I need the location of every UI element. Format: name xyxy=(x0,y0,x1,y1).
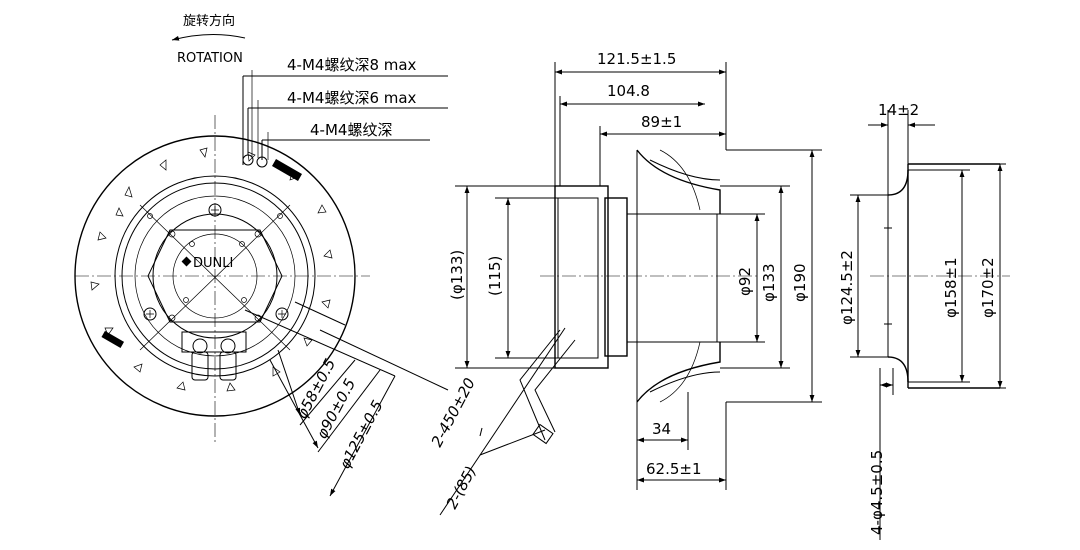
thread-note: 4-M4螺纹深 xyxy=(310,121,392,139)
thread-note-8: 4-M4螺纹深8 max xyxy=(287,56,417,74)
dim-phi158: φ158±1 xyxy=(942,257,960,318)
rotation-label-cn: 旋转方向 xyxy=(183,13,235,29)
thread-note-6: 4-M4螺纹深6 max xyxy=(287,89,417,107)
cable-dimension-lines xyxy=(439,327,566,516)
dim-ring-width: 14±2 xyxy=(878,101,919,119)
dim-phi92: φ92 xyxy=(736,267,754,296)
dim-length-62: 62.5±1 xyxy=(646,460,702,478)
center-circle xyxy=(172,233,258,319)
dim-phi124: φ124.5±2 xyxy=(838,250,856,325)
dim-phi133: φ133 xyxy=(760,263,778,302)
inlet-ring-view: 14±2 φ124.5±2 φ158±1 φ170±2 4-φ4.5±0.5 xyxy=(838,101,1010,540)
dim-cable-85: 2-(85) xyxy=(443,463,480,512)
dim-phi170: φ170±2 xyxy=(979,257,997,318)
rotation-label-en: ROTATION xyxy=(177,51,243,66)
hub-inner-circle xyxy=(121,182,309,370)
dim-length-104: 104.8 xyxy=(607,82,650,100)
front-view: DUNLI 旋转方向 ROTATION 4-M4螺纹深8 max 4-M4螺纹深… xyxy=(74,13,566,516)
bolt-circle xyxy=(134,195,296,357)
hub-circle xyxy=(114,175,316,377)
cable-glands xyxy=(181,331,247,381)
dim-length-121: 121.5±1.5 xyxy=(597,50,676,68)
dim-phi190: φ190 xyxy=(791,263,809,302)
dim-phi133-paren: (φ133) xyxy=(448,250,466,300)
ring-profile xyxy=(887,169,909,383)
dim-length-34: 34 xyxy=(652,420,671,438)
impeller-outer-circle xyxy=(74,135,356,417)
dim-length-89: 89±1 xyxy=(641,113,682,131)
dim-holes: 4-φ4.5±0.5 xyxy=(868,450,886,535)
side-view: 121.5±1.5 104.8 89±1 (φ133) (115) φ92 φ1… xyxy=(448,50,822,490)
mounting-screws xyxy=(143,154,289,321)
dim-115: (115) xyxy=(486,256,504,296)
thread-leaders xyxy=(242,70,448,165)
brand-logo: DUNLI xyxy=(193,256,233,271)
diameter-dimensions xyxy=(244,301,449,497)
dim-cable-length: 2-450±20 xyxy=(428,375,479,450)
impeller-shroud xyxy=(636,149,721,403)
motor-flange xyxy=(554,185,609,369)
rotation-arrow xyxy=(171,33,246,41)
